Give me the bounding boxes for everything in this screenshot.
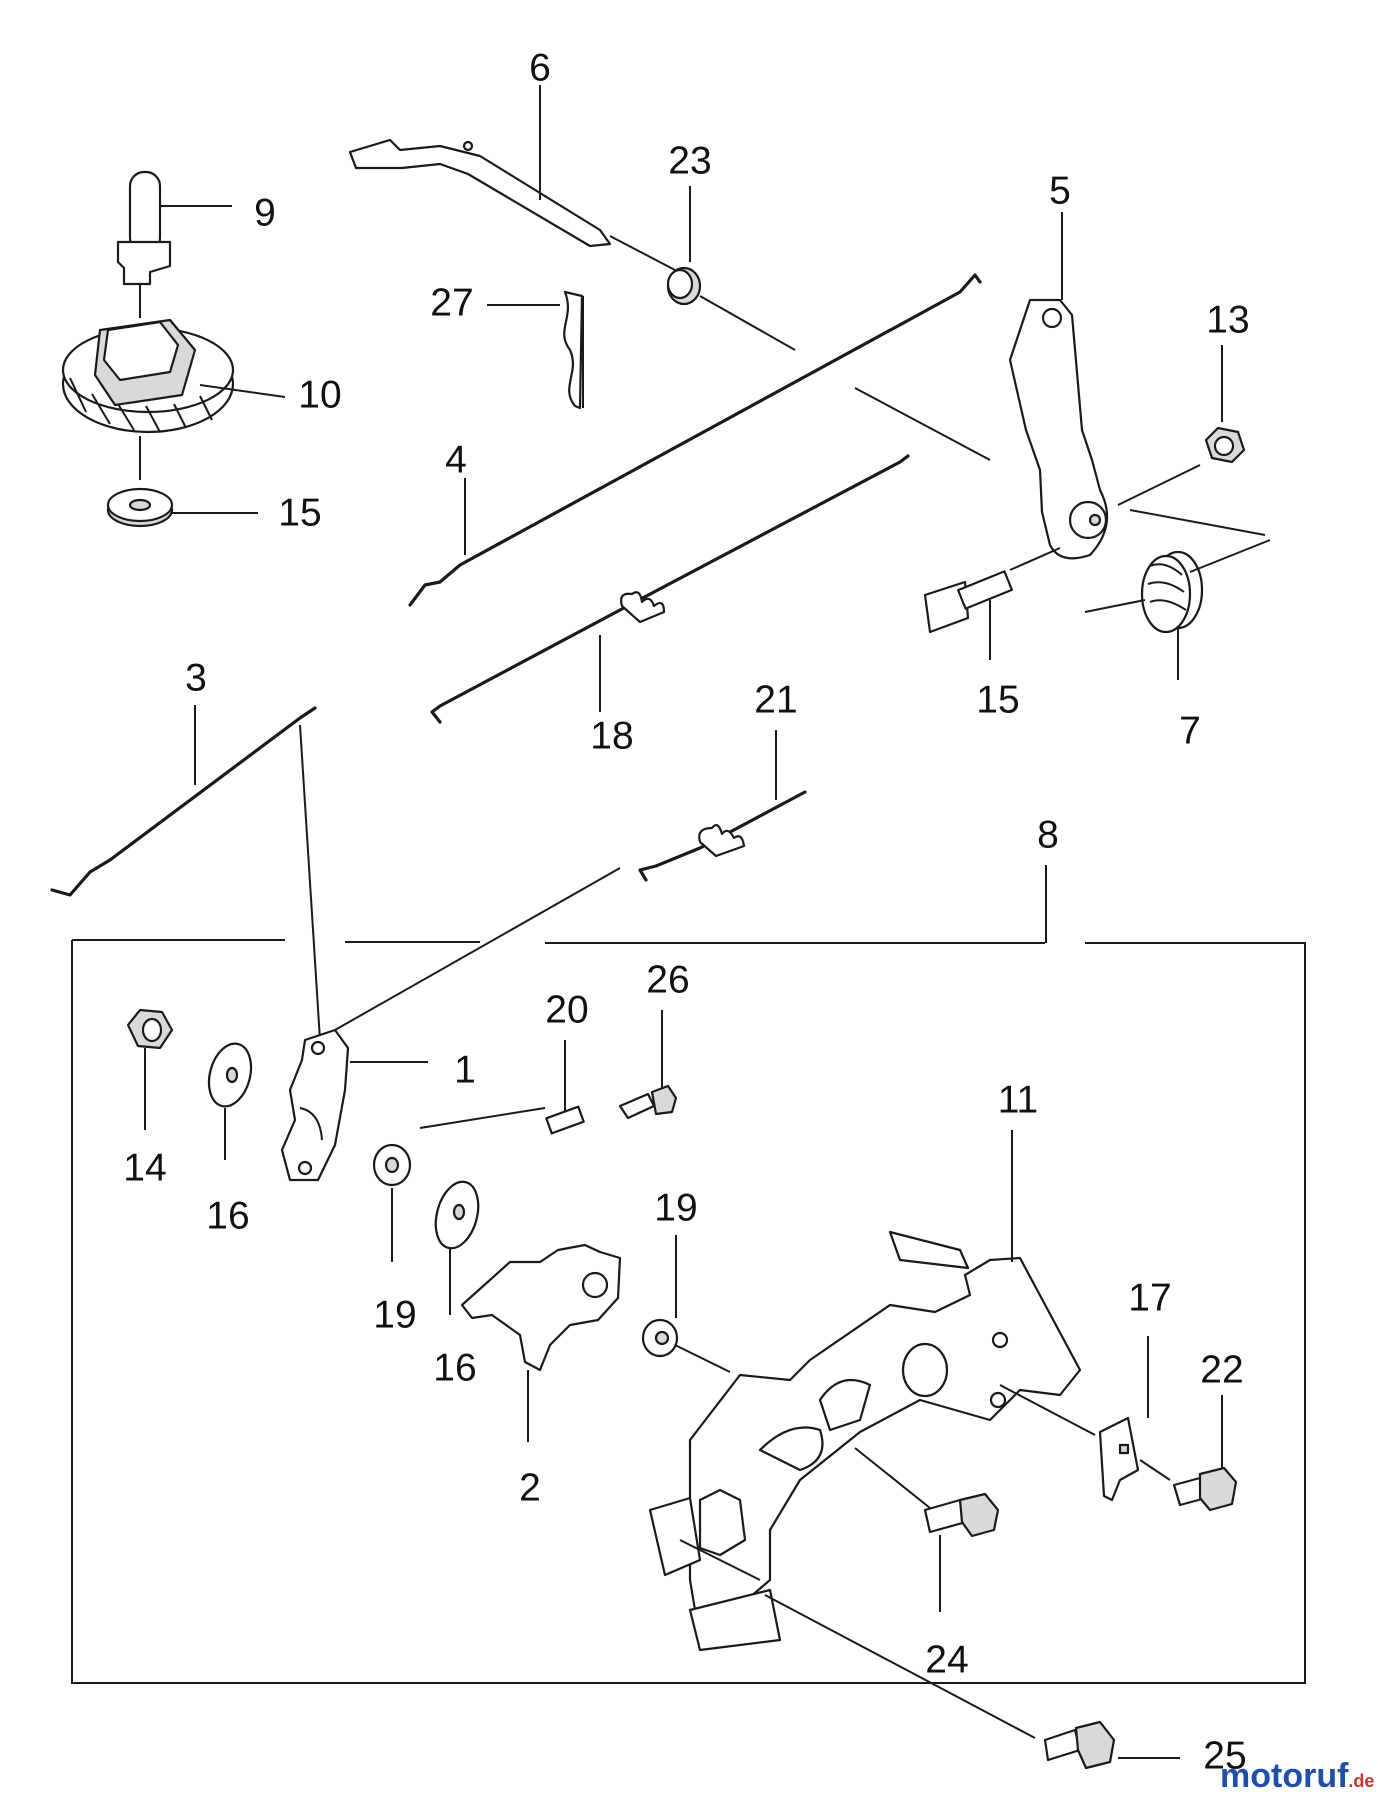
assembly-8-frame: [71, 865, 1306, 1684]
label-part-9: 9: [254, 191, 276, 234]
part-16-washer-b: [434, 1180, 480, 1315]
label-part-15-left: 15: [278, 491, 321, 534]
label-part-2: 2: [519, 1466, 541, 1509]
label-part-24: 24: [925, 1638, 968, 1681]
motoruf-watermark: motoruf.de: [1220, 1757, 1374, 1795]
label-part-4: 4: [445, 438, 467, 481]
part-10-governor-gear: [61, 284, 286, 434]
part-3-link-rod: [50, 705, 321, 1041]
part-9-governor-shaft: [116, 170, 232, 286]
label-part-10: 10: [298, 373, 341, 416]
part-6-control-lever: [348, 85, 676, 271]
part-15-washer-left: [106, 436, 258, 528]
label-part-27: 27: [430, 281, 473, 324]
label-part-20: 20: [545, 988, 588, 1031]
part-22-bolt: [1172, 1395, 1238, 1512]
label-part-6: 6: [529, 46, 551, 89]
part-23-nut: [666, 186, 796, 351]
label-part-14: 14: [123, 1146, 166, 1189]
part-19-washer-a: [372, 1143, 412, 1262]
label-part-17: 17: [1128, 1276, 1171, 1319]
label-part-8: 8: [1037, 813, 1059, 856]
part-14-nut: [126, 1008, 174, 1130]
label-part-1: 1: [454, 1048, 476, 1091]
part-17-clip: [1098, 1336, 1171, 1502]
part-5-speed-lever: [1008, 212, 1266, 560]
label-part-21: 21: [754, 678, 797, 721]
part-19-washer-b: [641, 1235, 731, 1373]
svg-text:motoruf.de: motoruf.de: [1220, 1757, 1374, 1795]
label-part-25: 25: [1203, 1734, 1246, 1777]
label-part-19-right: 19: [654, 1186, 697, 1229]
label-part-16-a: 16: [206, 1194, 249, 1237]
part-24-bolt: [854, 1447, 1000, 1612]
watermark-suffix: .de: [1348, 1771, 1374, 1791]
part-16-washer-a: [207, 1042, 253, 1160]
label-part-22: 22: [1200, 1348, 1243, 1391]
label-part-23: 23: [668, 139, 711, 182]
label-part-5: 5: [1049, 169, 1071, 212]
part-20-screw: [545, 1040, 585, 1135]
part-1-governor-arm: [280, 1028, 546, 1182]
part-25-bolt: [764, 1594, 1180, 1770]
part-21-spring: [334, 730, 807, 1031]
part-27-gasket: [487, 290, 584, 410]
part-4-governor-rod: [408, 273, 991, 607]
part-13-nut: [1204, 345, 1246, 464]
part-18-spring-rod: [430, 454, 910, 724]
label-part-18: 18: [590, 714, 633, 757]
label-part-15-right: 15: [976, 678, 1019, 721]
part-2-choke-lever: [460, 1243, 622, 1442]
label-part-3: 3: [185, 656, 207, 699]
label-part-11: 11: [998, 1078, 1039, 1121]
part-11-control-bracket: [648, 1130, 1096, 1652]
label-part-26: 26: [646, 958, 689, 1001]
label-part-19-left: 19: [373, 1293, 416, 1336]
part-15-bolt-right: [923, 547, 1061, 660]
watermark-brand: motoruf: [1220, 1757, 1349, 1795]
label-part-16-b: 16: [433, 1346, 476, 1389]
part-26-screw: [618, 1010, 678, 1120]
label-part-7: 7: [1179, 709, 1201, 752]
label-part-13: 13: [1206, 298, 1249, 341]
part-7-coil-spring: [1084, 539, 1271, 680]
